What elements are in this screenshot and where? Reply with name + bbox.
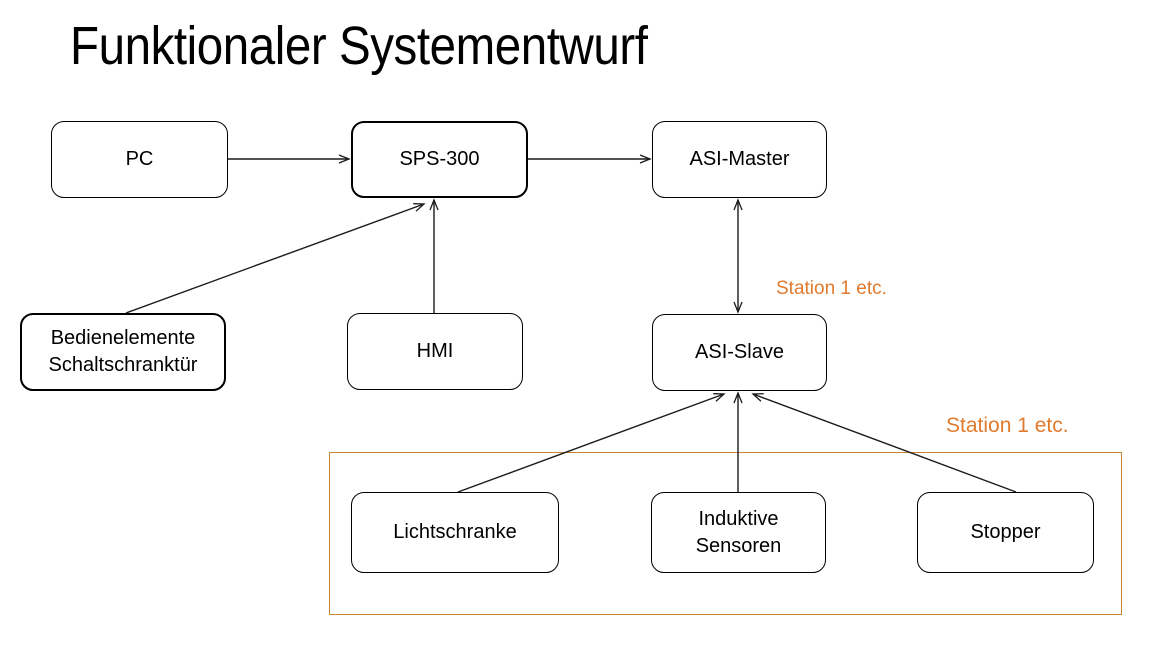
node-lichtschranke-label: Lichtschranke xyxy=(393,521,517,543)
node-induktive-sensoren-line2: Sensoren xyxy=(695,534,782,557)
page-title: Funktionaler Systementwurf xyxy=(70,16,648,76)
station-group-box xyxy=(329,452,1122,615)
node-hmi[interactable]: HMI xyxy=(347,313,523,390)
node-asi-master-label: ASI-Master xyxy=(689,148,790,170)
node-induktive-sensoren-label: Induktive Sensoren xyxy=(690,506,788,560)
node-bedienelemente[interactable]: Bedienelemente Schaltschranktür xyxy=(20,313,226,391)
node-asi-master[interactable]: ASI-Master xyxy=(652,121,827,198)
node-lichtschranke[interactable]: Lichtschranke xyxy=(351,492,559,573)
node-induktive-sensoren-line1: Induktive xyxy=(698,507,779,530)
edge-bedienelemente-to-sps300 xyxy=(125,203,426,314)
node-sps-300-label: SPS-300 xyxy=(399,148,480,170)
annotation-station-upper: Station 1 etc. xyxy=(776,278,887,299)
node-bedienelemente-line2: Schaltschranktür xyxy=(48,354,198,376)
node-stopper-label: Stopper xyxy=(970,521,1041,543)
node-bedienelemente-line1: Bedienelemente xyxy=(50,327,196,349)
node-hmi-label: HMI xyxy=(416,340,454,362)
node-asi-slave-label: ASI-Slave xyxy=(695,341,784,363)
node-induktive-sensoren[interactable]: Induktive Sensoren xyxy=(651,492,826,573)
node-bedienelemente-label: Bedienelemente Schaltschranktür xyxy=(43,325,204,379)
node-sps-300[interactable]: SPS-300 xyxy=(351,121,528,198)
annotation-station-lower: Station 1 etc. xyxy=(946,414,1069,437)
node-pc-label: PC xyxy=(125,148,154,170)
node-stopper[interactable]: Stopper xyxy=(917,492,1094,573)
node-pc[interactable]: PC xyxy=(51,121,228,198)
node-asi-slave[interactable]: ASI-Slave xyxy=(652,314,827,391)
